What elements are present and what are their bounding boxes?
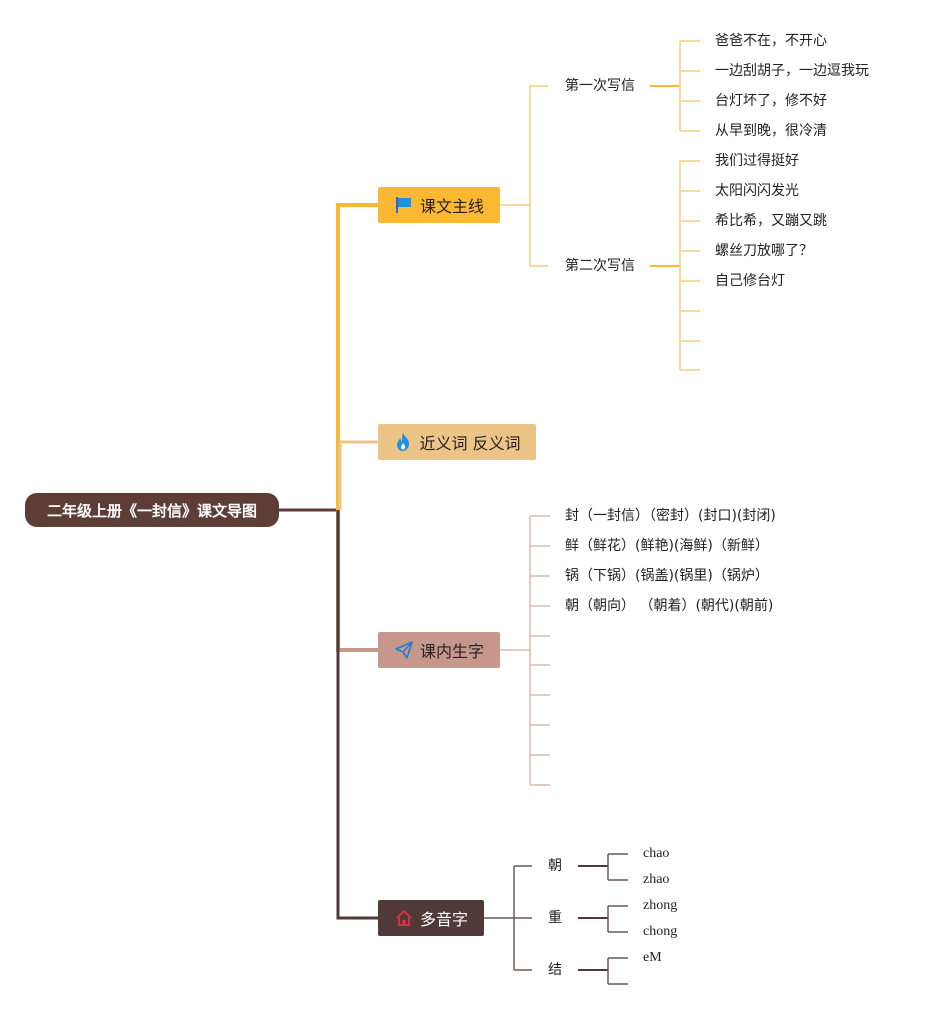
- branch-label: 多音字: [419, 910, 468, 929]
- branch-main-storyline[interactable]: 课文主线: [378, 187, 500, 223]
- leaf-topic[interactable]: 太阳闪闪发光: [715, 183, 799, 199]
- branch3-connectors: [500, 515, 550, 786]
- fire-icon: [393, 432, 413, 452]
- sub-topic-second-letter[interactable]: 第二次写信: [565, 258, 635, 274]
- leaf-topic[interactable]: 一边刮胡子，一边逗我玩: [715, 63, 869, 79]
- pinyin-leaf[interactable]: chong: [643, 924, 678, 939]
- branch-polyphonic-characters[interactable]: 多音字: [378, 900, 484, 936]
- leaf-topic[interactable]: 锅（下锅）(锅盖)(锅里)（锅炉）: [565, 568, 769, 584]
- leaf-topic[interactable]: 从早到晚，很冷清: [715, 123, 827, 139]
- leaf-topic[interactable]: 自己修台灯: [715, 273, 785, 289]
- root-topic[interactable]: 二年级上册《一封信》课文导图: [25, 493, 279, 527]
- branch-label: 课内生字: [419, 642, 484, 661]
- sub-topic-character[interactable]: 朝: [548, 858, 562, 874]
- pinyin-leaf[interactable]: zhong: [643, 898, 678, 913]
- branch-new-characters[interactable]: 课内生字: [378, 632, 500, 668]
- leaf-topic[interactable]: 希比希，又蹦又跳: [715, 213, 827, 229]
- flag-icon: [394, 195, 414, 215]
- paper-plane-icon: [394, 640, 414, 660]
- house-icon: [394, 908, 414, 928]
- sub-topic-first-letter[interactable]: 第一次写信: [565, 78, 635, 94]
- leaf-topic[interactable]: 朝（朝向） （朝着）(朝代)(朝前): [565, 598, 774, 614]
- pinyin-leaf[interactable]: chao: [643, 846, 670, 861]
- branch4-connectors: [484, 853, 628, 985]
- pinyin-leaf[interactable]: zhao: [643, 872, 670, 887]
- branch-synonyms-antonyms[interactable]: 近义词 反义词: [378, 424, 536, 460]
- sub-topic-character[interactable]: 重: [548, 910, 562, 926]
- leaf-topic[interactable]: 封（一封信）（密封）(封口)(封闭): [565, 508, 776, 524]
- branch1-connectors: [500, 40, 700, 371]
- pinyin-leaf[interactable]: eM: [643, 950, 662, 965]
- leaf-topic[interactable]: 鲜（鲜花）(鲜艳)(海鲜)（新鲜）: [565, 538, 769, 554]
- trunk-connectors: [279, 203, 378, 920]
- root-title: 二年级上册《一封信》课文导图: [46, 501, 257, 520]
- leaf-topic[interactable]: 爸爸不在，不开心: [715, 33, 827, 49]
- leaf-topic[interactable]: 螺丝刀放哪了？: [715, 243, 813, 259]
- leaf-topic[interactable]: 台灯坏了，修不好: [715, 93, 827, 109]
- branch-label: 近义词 反义词: [419, 434, 521, 453]
- sub-topic-character[interactable]: 结: [548, 962, 562, 978]
- leaf-topic[interactable]: 我们过得挺好: [715, 153, 799, 169]
- branch-label: 课文主线: [419, 197, 484, 216]
